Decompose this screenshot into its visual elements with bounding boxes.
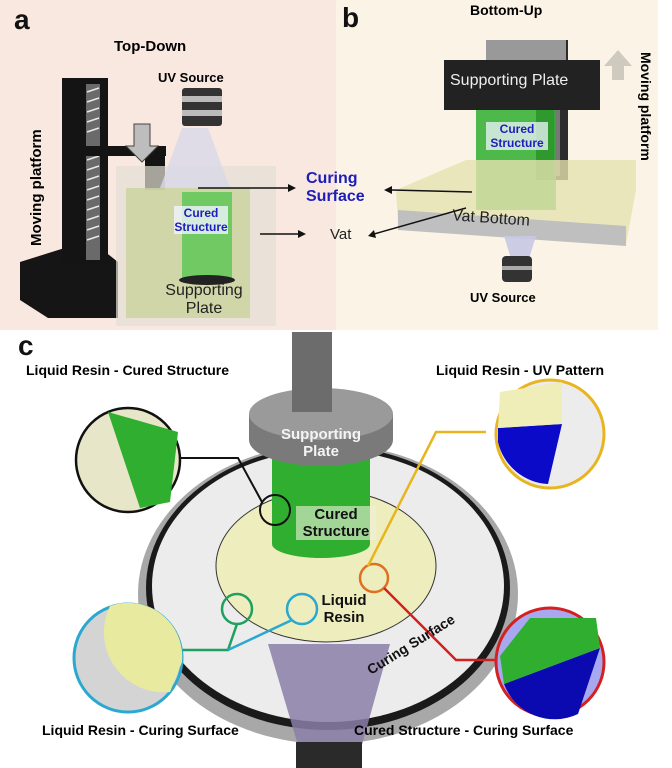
down-arrow-icon [124, 123, 160, 163]
curing-surface-label: Curing Surface [306, 170, 365, 206]
moving-platform-label: Moving platform [638, 52, 654, 161]
up-arrow-icon [604, 50, 632, 80]
cured-structure-line1: Cured [314, 506, 358, 523]
uv-light-cone [504, 236, 536, 262]
panel-b-bottom-up: b Bottom-Up Supporting Plate Cured Struc… [336, 0, 658, 330]
uv-pattern-cone [268, 644, 390, 752]
supporting-shaft [292, 332, 332, 412]
ring-liquid-resin-uv-pattern [285, 592, 319, 626]
supporting-plate-line2: Plate [303, 443, 339, 460]
panel-b-letter: b [342, 2, 360, 33]
leader-black [160, 457, 263, 503]
cured-structure-label: Cured Structure [174, 206, 228, 234]
callout-cured-structure-curing-surface: Cured Structure - Curing Surface [354, 722, 574, 738]
panel-a-top-down: a Top-Down UV Source Moving platform Cur… [0, 0, 336, 330]
platform-arm [80, 146, 166, 156]
cured-structure-line1: Cured [499, 122, 535, 136]
panel-a-title: Top-Down [114, 38, 187, 55]
cured-structure-line1: Cured [183, 206, 219, 220]
callout-liquid-resin-curing-surface: Liquid Resin - Curing Surface [42, 722, 239, 738]
vat-wall [398, 210, 626, 246]
leader-cyan [227, 618, 293, 652]
supporting-plate-line1: Supporting [165, 282, 243, 299]
liquid-resin-line1: Liquid [321, 592, 367, 609]
liquid-resin-label: Liquid Resin [318, 592, 370, 626]
cured-structure [182, 192, 232, 278]
callout-liquid-resin-cured-structure: Liquid Resin - Cured Structure [26, 362, 230, 378]
supporting-plate [179, 275, 235, 285]
cured-structure-label: Cured Structure [486, 122, 548, 150]
lead-screw [86, 84, 100, 260]
uv-source-lamp [296, 742, 362, 768]
leader-yellow [366, 430, 486, 567]
uv-source-lamp [182, 88, 222, 126]
uv-light-cone [160, 128, 230, 188]
cured-structure-line2: Structure [302, 523, 370, 540]
leader-red [383, 587, 500, 662]
zoom-cured-structure-curing-surface [494, 606, 606, 720]
supporting-plate-label: Supporting Plate [272, 426, 370, 460]
vat-label: Vat [330, 226, 352, 243]
panel-a-illustration [20, 78, 306, 326]
liquid-resin-line2: Resin [323, 609, 365, 626]
uv-source-label: UV Source [470, 290, 536, 305]
panel-b-title: Bottom-Up [470, 2, 543, 18]
uv-source-label: UV Source [158, 70, 224, 85]
cured-structure-label: Cured Structure [296, 506, 376, 540]
curing-surface-arrow [391, 189, 473, 193]
callout-liquid-resin-uv-pattern: Liquid Resin - UV Pattern [436, 362, 605, 378]
zoom-liquid-resin-curing-surface [72, 602, 184, 714]
supporting-plate [444, 60, 600, 110]
curing-surface-line1: Curing [306, 170, 358, 187]
panel-b-illustration [368, 40, 636, 282]
vat-bottom-arrow [373, 207, 467, 235]
panel-a-letter: a [14, 4, 30, 35]
panel-c-interfaces: c Liquid Resin - Cured Structure Liquid … [0, 330, 672, 768]
ring-cured-structure-curing-surface [358, 562, 390, 594]
cured-structure-line2: Structure [174, 220, 228, 234]
zoom-liquid-resin-cured-structure [74, 406, 182, 514]
platform-tower [62, 78, 108, 264]
curing-surface-line2: Surface [306, 188, 365, 205]
supporting-plate-line1: Supporting [281, 426, 361, 443]
supporting-plate-line2: Plate [185, 300, 223, 317]
supporting-plate-label: Supporting Plate [156, 282, 252, 318]
cured-structure-line2: Structure [490, 136, 544, 150]
moving-platform-label: Moving platform [28, 129, 45, 246]
zoom-liquid-resin-uv-pattern [494, 378, 606, 490]
supporting-plate-label: Supporting Plate [450, 72, 569, 89]
ring-liquid-resin-cured-structure [259, 494, 291, 526]
panel-c-letter: c [18, 330, 34, 361]
panel-c-illustration [72, 332, 606, 768]
supporting-plate-top [249, 388, 393, 440]
